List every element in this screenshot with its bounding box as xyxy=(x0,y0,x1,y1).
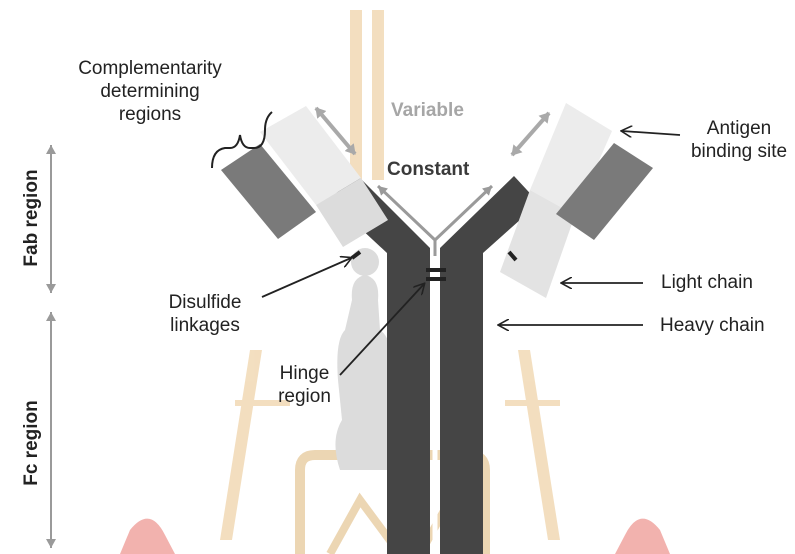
light-chain-label: Light chain xyxy=(661,271,753,294)
variable-label: Variable xyxy=(391,99,464,122)
antigen-label-line2: binding site xyxy=(683,140,795,163)
cdr-label-line1: Complementarity xyxy=(58,57,242,80)
constant-label: Constant xyxy=(387,158,469,181)
disulfide-linkages-label: Disulfide linkages xyxy=(150,291,260,337)
cdr-label-line2: determining xyxy=(58,80,242,103)
fc-region-label: Fc region xyxy=(21,383,43,503)
antigen-label-line1: Antigen xyxy=(683,117,795,140)
antigen-binding-site-label: Antigen binding site xyxy=(683,117,795,163)
fab-region-label: Fab region xyxy=(21,158,43,278)
cdr-label: Complementarity determining regions xyxy=(58,57,242,126)
disulfide-label-line1: Disulfide xyxy=(150,291,260,314)
hinge-label-line2: region xyxy=(262,385,347,408)
hinge-region-label: Hinge region xyxy=(262,362,347,408)
heavy-chain-label: Heavy chain xyxy=(660,314,765,337)
disulfide-label-line2: linkages xyxy=(150,314,260,337)
cdr-label-line3: regions xyxy=(58,103,242,126)
hinge-label-line1: Hinge xyxy=(262,362,347,385)
